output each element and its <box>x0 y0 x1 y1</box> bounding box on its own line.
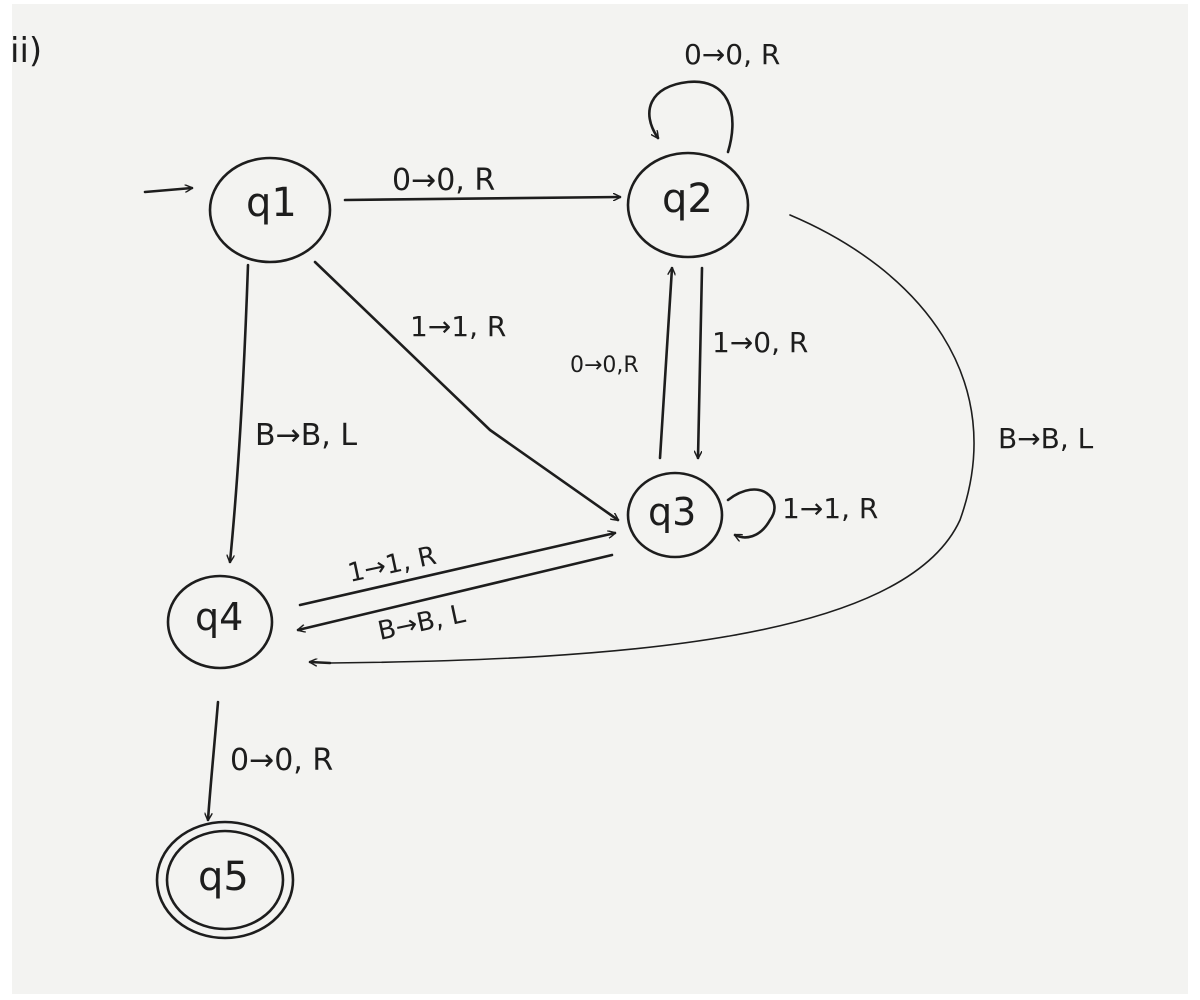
edge-q3-q2 <box>658 266 672 460</box>
state-q2-label: q2 <box>662 176 713 222</box>
edge-q2-self-loop <box>648 80 734 154</box>
start-arrow <box>143 188 194 194</box>
edge-q4-q3-label: 1→1, R <box>345 541 439 589</box>
edge-q1-q4-label: B→B, L <box>255 418 357 453</box>
state-q4-label: q4 <box>195 595 243 639</box>
edge-q2-q4-arrowhead <box>308 662 332 663</box>
edge-q4-q5 <box>208 700 220 822</box>
edge-q1-q4 <box>230 263 250 564</box>
edge-q4-q5-label: 0→0, R <box>230 743 333 778</box>
state-q2: q2 <box>626 151 750 259</box>
state-q3-label: q3 <box>648 490 696 534</box>
state-q5-accepting: q5 <box>155 820 295 940</box>
state-q4: q4 <box>166 574 274 670</box>
edge-q2-q4 <box>329 214 975 664</box>
state-q3: q3 <box>626 471 724 559</box>
edge-q3-self-loop-label: 1→1, R <box>782 492 878 525</box>
corner-mark: ii) <box>10 31 42 71</box>
state-q1: q1 <box>208 156 332 264</box>
edge-q4-q3 <box>298 533 615 607</box>
edge-q2-self-loop-label: 0→0, R <box>684 38 780 71</box>
state-q5-label: q5 <box>198 854 249 900</box>
edge-q3-q2-label: 0→0,R <box>570 353 639 378</box>
state-q1-label: q1 <box>246 180 297 226</box>
edge-q3-self-loop <box>726 488 776 538</box>
edge-q2-q3-label: 1→0, R <box>712 326 808 359</box>
edge-q3-q4 <box>298 553 614 630</box>
edge-q2-q3 <box>698 266 704 460</box>
edge-q1-q3 <box>313 260 618 520</box>
paper-sheet <box>12 4 1188 994</box>
edge-q1-q2 <box>343 197 622 202</box>
edge-q1-q2-label: 0→0, R <box>392 163 495 198</box>
edge-q3-q4-label: B→B, L <box>375 599 468 647</box>
edge-q1-q3-label: 1→1, R <box>410 310 506 343</box>
edge-q2-q4-label: B→B, L <box>998 422 1094 455</box>
